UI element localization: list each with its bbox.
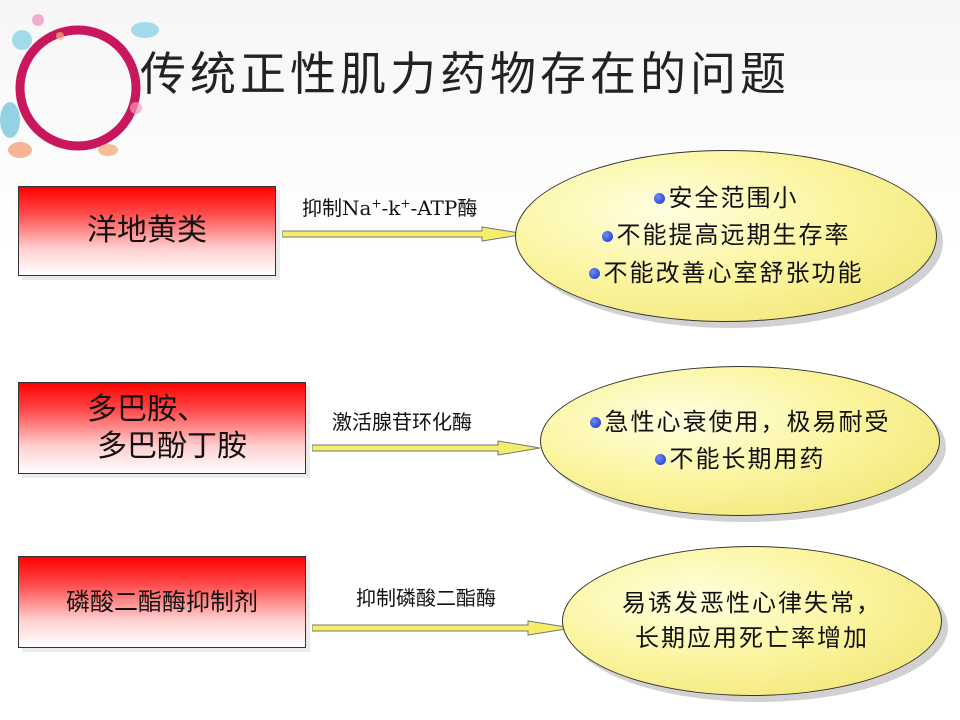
problem-ellipse-digitalis: 安全范围小 不能提高远期生存率 不能改善心室舒张功能 xyxy=(515,150,937,322)
mechanism-label-dopamine: 激活腺苷环化酶 xyxy=(332,410,472,434)
arrow-dopamine xyxy=(312,440,541,456)
problem-ellipse-dopamine: 急性心衰使用，极易耐受 不能长期用药 xyxy=(540,366,940,516)
arrow-pde xyxy=(312,620,573,636)
bullet-dot-icon xyxy=(601,230,613,242)
bullet-dot-icon xyxy=(588,267,600,279)
mechanism-label-pde: 抑制磷酸二酯酶 xyxy=(356,586,496,610)
drug-label: 洋地黄类 xyxy=(87,213,207,249)
drug-box-pde-inhibitor: 磷酸二酯酶抑制剂 xyxy=(18,556,306,648)
problem-item: 不能改善心室舒张功能 xyxy=(588,255,864,292)
drug-label: 磷酸二酯酶抑制剂 xyxy=(66,588,258,616)
arrow-digitalis xyxy=(282,226,527,242)
problem-item: 易诱发恶性心律失常， xyxy=(622,589,882,618)
problem-item: 长期应用死亡率增加 xyxy=(635,624,869,652)
drug-box-digitalis: 洋地黄类 xyxy=(18,186,276,276)
decorative-ring-graphic xyxy=(0,14,159,158)
problem-ellipse-pde: 易诱发恶性心律失常， 长期应用死亡率增加 xyxy=(562,546,942,696)
drug-label: 多巴酚丁胺 xyxy=(97,429,247,464)
bullet-dot-icon xyxy=(654,454,666,466)
problem-item: 急性心衰使用，极易耐受 xyxy=(589,404,891,441)
drug-box-dopamine: 多巴胺、 多巴酚丁胺 xyxy=(18,382,306,474)
page-title: 传统正性肌力药物存在的问题 xyxy=(140,47,790,101)
mechanism-label-digitalis: 抑制Na+-k+-ATP酶 xyxy=(302,196,478,220)
bullet-dot-icon xyxy=(589,416,601,428)
bullet-dot-icon xyxy=(653,193,665,205)
drug-label: 多巴胺、 xyxy=(87,391,207,427)
problem-item: 安全范围小 xyxy=(653,180,799,217)
problem-item: 不能提高远期生存率 xyxy=(601,217,851,254)
problem-item: 不能长期用药 xyxy=(654,441,826,478)
